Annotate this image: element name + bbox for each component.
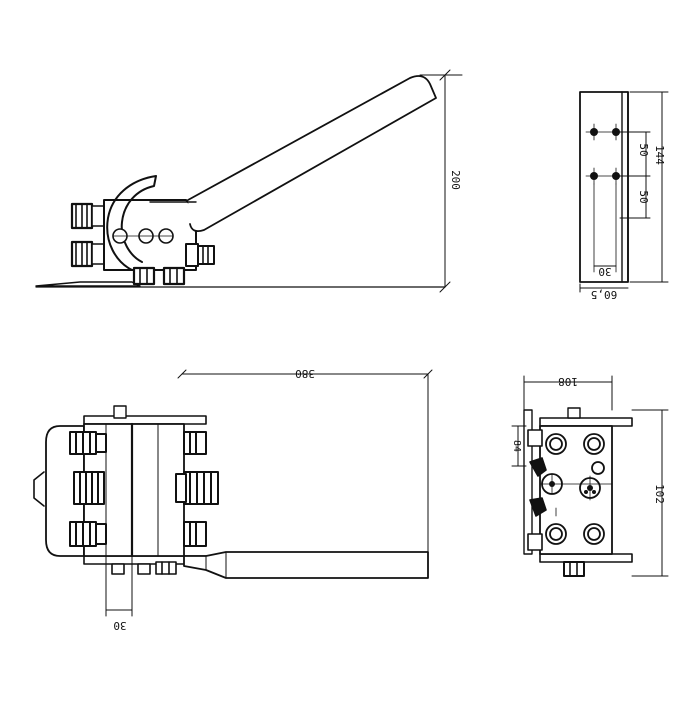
plan-view: 380 xyxy=(33,367,433,632)
end-view-top-width-label: 60,5 xyxy=(591,288,618,301)
side-view-height-dimension xyxy=(419,69,463,293)
plan-view-hole-label: 30 xyxy=(113,619,126,632)
plan-view-pin xyxy=(33,471,45,507)
end-view-top-plate xyxy=(579,91,629,283)
end-view-top-total-label: 144 xyxy=(653,145,666,165)
plan-view-length-dimension xyxy=(177,369,433,579)
end-view-bottom-height-dimension xyxy=(631,409,669,577)
end-view-bottom-bottom-nut xyxy=(563,561,585,577)
side-view-hook xyxy=(106,175,157,271)
end-view-bottom-hole-dimension xyxy=(511,425,527,467)
end-view-bottom-top-plate xyxy=(539,417,633,427)
end-view-bottom-bottom-plate xyxy=(539,553,633,563)
plan-view-bolts-right xyxy=(175,431,219,547)
end-view-bottom-side-plate xyxy=(523,409,533,555)
plan-view-length-label: 380 xyxy=(295,367,315,380)
side-view-bottom-nuts xyxy=(132,266,186,286)
plan-view-top-stub xyxy=(113,405,127,419)
plan-view-hole-dimension xyxy=(105,555,133,617)
end-view-top-dimensions xyxy=(579,91,669,293)
side-view-lever xyxy=(187,75,437,233)
end-view-bottom-width-dimension xyxy=(523,375,613,411)
plan-view-bolts-left xyxy=(69,431,107,547)
plan-view-lever xyxy=(183,551,429,579)
end-view-bottom: 108 xyxy=(511,375,669,577)
side-view-base-plate xyxy=(35,281,141,287)
end-view-top-lower-label: 50 xyxy=(637,190,650,203)
end-view-top-upper-label: 50 xyxy=(637,143,650,156)
plan-view-bottom-nuts xyxy=(111,561,177,575)
side-view: 200 xyxy=(35,69,463,293)
side-view-bolts-right xyxy=(185,243,215,267)
end-view-bottom-top-stub xyxy=(567,407,581,419)
end-view-bottom-width-label: 108 xyxy=(558,375,578,388)
end-view-top-hole-label: 30 xyxy=(598,265,611,278)
end-view-bottom-height-label: 102 xyxy=(653,484,666,504)
end-view-bottom-lugs xyxy=(527,429,547,551)
side-view-height-label: 200 xyxy=(449,170,462,190)
end-view-bottom-hole-label: 84 xyxy=(511,440,522,452)
plan-view-top-plate xyxy=(83,415,207,425)
side-view-bolts-left xyxy=(70,202,105,268)
end-view-top: 144 50 50 30 60,5 xyxy=(579,91,669,301)
